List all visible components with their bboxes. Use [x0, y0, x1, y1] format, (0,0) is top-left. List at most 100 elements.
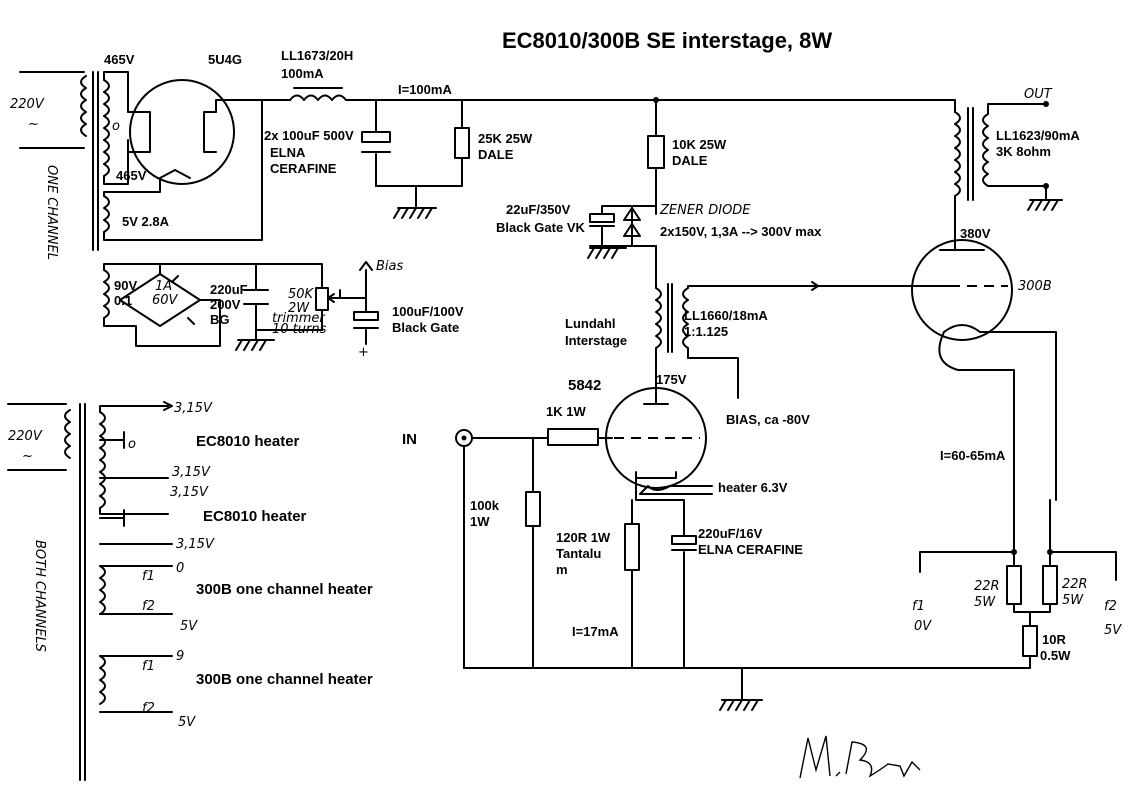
ec8010-heater-1-label: EC8010 heater: [196, 433, 300, 450]
f2-label: f2: [1104, 599, 1117, 614]
cathode-cap-label-2: ELNA CERAFINE: [698, 542, 803, 557]
ps-mains-label: 220V: [10, 97, 45, 112]
bias-cap-label-2: 200V: [210, 297, 241, 312]
title: EC8010/300B SE interstage, 8W: [502, 28, 832, 53]
h300b-1-zero: 0: [176, 561, 184, 576]
ground-bus: [463, 667, 1031, 711]
heater-v1: 3,15V: [174, 401, 213, 416]
ps-hv-top: 465V: [104, 52, 135, 67]
h300b-2-f1: f1: [142, 659, 155, 674]
pot-label-1: 50K: [288, 287, 315, 302]
f1-label: f1: [912, 599, 925, 614]
cathode-current-label: I=17mA: [572, 624, 619, 639]
h300b-2-f2: f2: [142, 701, 155, 716]
heater-300b-1-label: 300B one channel heater: [196, 581, 373, 598]
bleeder-label-1: 25K 25W: [478, 131, 533, 146]
bias-cap-label-1: 220uF: [210, 282, 248, 297]
bridge-label-2: 60V: [152, 293, 179, 308]
output-xfmr-label-2: 3K 8ohm: [996, 144, 1051, 159]
heater-300b-2-label: 300B one channel heater: [196, 671, 373, 688]
feed-resistor-label-1: 10K 25W: [672, 137, 727, 152]
heater-v3: 3,15V: [170, 485, 209, 500]
h300b-2-5v: 5V: [178, 715, 196, 730]
heater-mains-label: 220V: [8, 429, 43, 444]
b-plus-current: I=100mA: [398, 82, 452, 97]
cathode-resistor-label-1: 120R 1W: [556, 530, 611, 545]
bias-out-cap-label-2: Black Gate: [392, 320, 459, 335]
rectifier-tube: [129, 79, 235, 185]
ll1660-label-2: 1:1.125: [684, 324, 728, 339]
heater-o-1: o: [128, 437, 136, 452]
heater-v4: 3,15V: [176, 537, 215, 552]
h300b-1-f2: f2: [142, 599, 155, 614]
f1-voltage: 0V: [914, 619, 932, 634]
bias-output-label: Bias: [376, 259, 403, 274]
heater-side-label: BOTH CHANNELS: [32, 540, 47, 652]
r10-label-2: 0.5W: [1040, 648, 1071, 663]
output-tube: [911, 239, 1013, 341]
r22-a-label-1: 22R: [974, 579, 1000, 594]
driver-heater-label: heater 6.3V: [718, 480, 788, 495]
zener-label-1: ZENER DIODE: [659, 203, 751, 218]
choke-current-label: 100mA: [281, 66, 324, 81]
filter-caps-label-2: ELNA: [270, 145, 306, 160]
h300b-1-5v: 5V: [180, 619, 198, 634]
bridge-label-1: 1A: [155, 279, 172, 294]
interstage-label-2: Interstage: [565, 333, 627, 348]
ec8010-heater-2-label: EC8010 heater: [203, 508, 307, 525]
h300b-1-f1: f1: [142, 569, 155, 584]
bias-plus-label: +: [358, 345, 369, 360]
cathode-cap-label-1: 220uF/16V: [698, 526, 763, 541]
interstage-label-1: Lundahl: [565, 316, 616, 331]
ps-hv-bottom: 465V: [116, 168, 147, 183]
output-current-label: I=60-65mA: [940, 448, 1006, 463]
signature: M.Pom: [799, 735, 921, 779]
h300b-2-nine: 9: [176, 649, 184, 664]
zener-cap-label-2: Black Gate VK: [496, 220, 585, 235]
output-stage: OUT LL1623/90mA 3K 8ohm 380V 300B I=60-6…: [911, 87, 1122, 669]
zener-cap-label-1: 22uF/350V: [506, 202, 571, 217]
heater-mains-symbol: ~: [22, 449, 33, 464]
filter-caps-label-1: 2x 100uF 500V: [264, 128, 354, 143]
bias-voltage-label: BIAS, ca -80V: [726, 412, 810, 427]
output-xfmr-label-1: LL1623/90mA: [996, 128, 1080, 143]
pot-label-2: 2W: [288, 301, 310, 316]
output-label: OUT: [1024, 87, 1053, 102]
cathode-resistor-label-3: m: [556, 562, 568, 577]
driver-tube-label: 5842: [568, 377, 601, 394]
filter-caps-label-3: CERAFINE: [270, 161, 337, 176]
bias-out-cap-label-1: 100uF/100V: [392, 304, 464, 319]
ps-mains-symbol: ~: [28, 117, 39, 132]
output-tube-label: 300B: [1018, 279, 1052, 294]
ps-filament-label: 5V 2.8A: [122, 214, 170, 229]
bias-supply: 90V 0.1 1A 60V 220uF 200V BG 50K 2W trim…: [103, 259, 464, 360]
zener-label-2: 2x150V, 1,3A --> 300V max: [660, 224, 822, 239]
grid-resistor-label: 1K 1W: [546, 404, 586, 419]
ps-side-label: ONE CHANNEL: [44, 165, 59, 260]
r10-label-1: 10R: [1042, 632, 1066, 647]
pot-label-3: trimmer: [272, 311, 326, 326]
feed-resistor-label-2: DALE: [672, 153, 708, 168]
input-resistor-label-1: 100k: [470, 498, 500, 513]
input-label: IN: [402, 431, 417, 448]
ps-center-tap: o: [112, 119, 120, 134]
r22-b-label-2: 5W: [1062, 593, 1084, 608]
r22-b-label-1: 22R: [1062, 577, 1088, 592]
r22-a-label-2: 5W: [974, 595, 996, 610]
driver-stage: IN 1K 1W 100k 1W 5842 heater 6.3V 175V 1…: [402, 97, 957, 669]
heater-supply: 220V ~ BOTH CHANNELS 3,15V o EC8010 heat…: [7, 401, 373, 781]
bias-cap-label-3: BG: [210, 312, 230, 327]
input-resistor-label-2: 1W: [470, 514, 490, 529]
output-plate-voltage: 380V: [960, 226, 991, 241]
driver-plate-voltage: 175V: [656, 372, 687, 387]
choke-label: LL1673/20H: [281, 48, 353, 63]
cathode-resistor-label-2: Tantalu: [556, 546, 601, 561]
bias-winding-1: 90V: [114, 278, 137, 293]
ll1660-label-1: LL1660/18mA: [684, 308, 768, 323]
heater-v2: 3,15V: [172, 465, 211, 480]
rectifier-label: 5U4G: [208, 52, 242, 67]
f2-voltage: 5V: [1104, 623, 1122, 638]
bleeder-label-2: DALE: [478, 147, 514, 162]
power-supply: 220V ~ ONE CHANNEL 465V 465V o 5V 2.8A 5…: [10, 48, 956, 260]
